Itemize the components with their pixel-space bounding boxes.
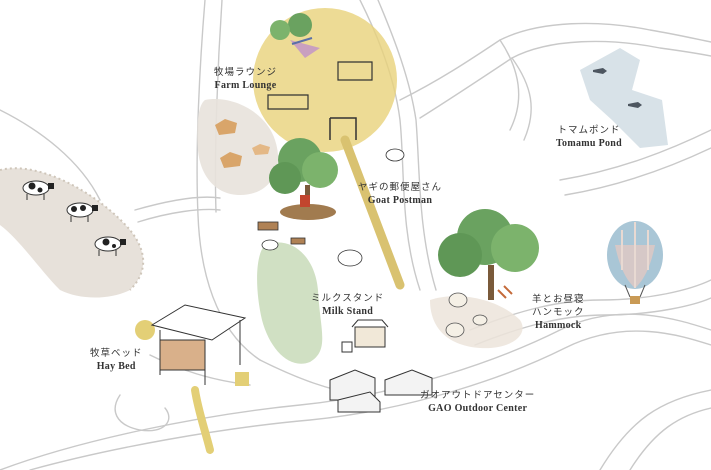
cow-pen [0, 167, 145, 298]
label-gao-outdoor-center-en: GAO Outdoor Center [428, 403, 528, 414]
label-hammock-ja: 羊とお昼寝 ハンモック [532, 294, 585, 318]
horse-paddock [197, 99, 279, 195]
goat-postman-tree [257, 138, 405, 267]
label-gao-outdoor-center[interactable]: ガオアウトドアセンター GAO Outdoor Center [420, 389, 535, 415]
label-gao-outdoor-center-ja: ガオアウトドアセンター [420, 390, 536, 401]
label-hammock[interactable]: 羊とお昼寝 ハンモック Hammock [532, 293, 585, 332]
label-milk-stand-en: Milk Stand [322, 306, 374, 317]
pond [580, 48, 668, 148]
label-farm-lounge-en: Farm Lounge [214, 80, 277, 91]
label-hammock-en: Hammock [534, 320, 582, 331]
label-tomamu-pond-ja: トマムポンド [557, 125, 621, 136]
label-milk-stand[interactable]: ミルクスタンド Milk Stand [311, 292, 384, 318]
label-farm-lounge[interactable]: 牧場ラウンジ Farm Lounge [214, 66, 277, 92]
gao-outdoor-center-buildings [329, 369, 433, 413]
hay-bed-area [135, 304, 249, 454]
label-goat-postman[interactable]: ヤギの郵便屋さん Goat Postman [358, 181, 442, 207]
label-milk-stand-ja: ミルクスタンド [311, 293, 385, 304]
cow-icons [22, 180, 126, 256]
label-farm-lounge-ja: 牧場ラウンジ [214, 67, 278, 78]
label-hay-bed-en: Hay Bed [96, 361, 136, 372]
label-goat-postman-ja: ヤギの郵便屋さん [358, 182, 443, 193]
milk-stand-icon [341, 319, 389, 353]
label-goat-postman-en: Goat Postman [367, 195, 433, 206]
label-hay-bed-ja: 牧草ベッド [90, 348, 143, 359]
label-tomamu-pond-en: Tomamu Pond [556, 138, 623, 149]
hammock-area [430, 209, 539, 349]
hot-air-balloon [607, 221, 663, 304]
label-hay-bed[interactable]: 牧草ベッド Hay Bed [90, 347, 143, 373]
green-area [257, 242, 323, 364]
label-tomamu-pond[interactable]: トマムポンド Tomamu Pond [556, 124, 622, 150]
yellow-path [340, 135, 405, 290]
farm-lounge-area [253, 8, 397, 152]
